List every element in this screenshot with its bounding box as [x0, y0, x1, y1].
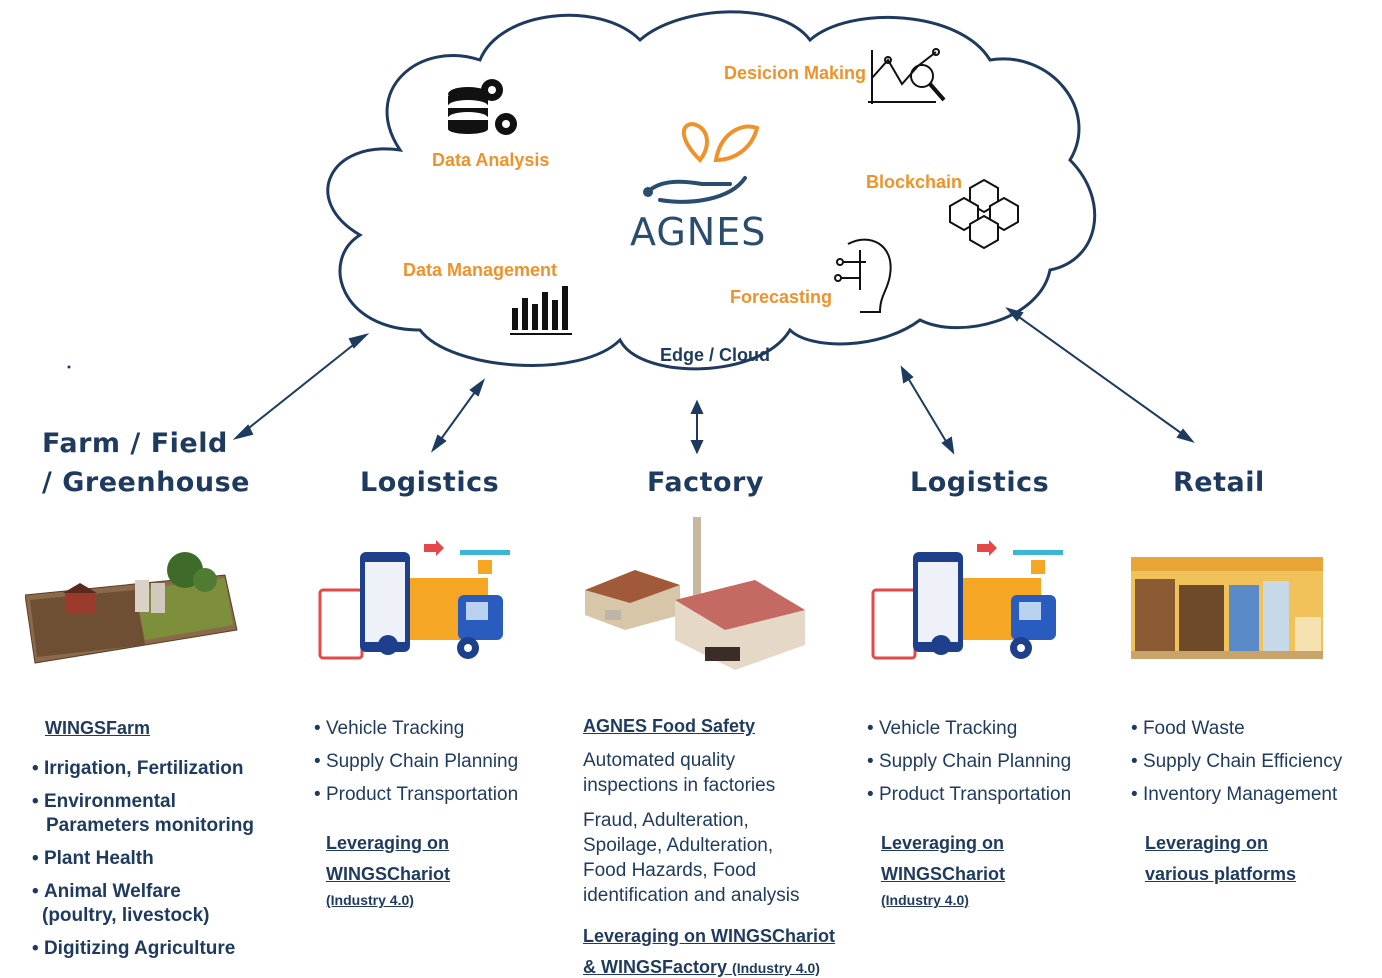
factory-leverage-line2[interactable]: & WINGSFactory (Industry 4.0)	[583, 957, 820, 978]
logistics2-leverage-line1[interactable]: Leveraging on	[881, 833, 1005, 853]
agnes-logo-hand	[643, 176, 747, 204]
factory-illustration	[585, 517, 805, 670]
cloud-label-forecasting: Forecasting	[730, 287, 833, 307]
logistics2-leverage-line2[interactable]: WINGSChariot	[881, 864, 1005, 884]
farm-bullet-plant-health: Plant Health	[32, 847, 254, 871]
cloud-diagram	[67, 10, 1195, 455]
logistics2-bullet-transportation: Product Transportation	[867, 778, 1071, 811]
retail-bullet-inventory: Inventory Management	[1131, 778, 1342, 811]
logistics1-bullet-list: Vehicle Tracking Supply Chain Planning P…	[314, 712, 518, 811]
logistics-truck-illustration-2	[871, 540, 1063, 660]
logistics1-leverage-line1[interactable]: Leveraging on	[326, 833, 450, 853]
logistics1-bullet-vehicle-tracking: Vehicle Tracking	[314, 712, 518, 745]
logistics1-leverage-line3[interactable]: (Industry 4.0)	[326, 892, 414, 908]
chart-magnifier-icon	[868, 48, 946, 104]
farm-illustration	[25, 552, 238, 664]
logistics2-title: Logistics	[910, 467, 1050, 498]
farm-bullet-digitizing: Digitizing Agriculture	[32, 937, 254, 961]
logistics2-bullet-vehicle-tracking: Vehicle Tracking	[867, 712, 1071, 745]
agnes-food-safety-link[interactable]: AGNES Food Safety	[583, 716, 756, 736]
farm-bullet-environmental-cont: Parameters monitoring	[46, 815, 254, 836]
agnes-logo	[681, 121, 760, 163]
factory-para-inspections: Automated quality inspections in factori…	[583, 750, 776, 796]
database-gear-icon	[448, 79, 517, 135]
farm-title-line2: / Greenhouse	[42, 467, 250, 498]
retail-leverage-line1[interactable]: Leveraging on	[1145, 833, 1269, 853]
logistics2-leverage-line3[interactable]: (Industry 4.0)	[881, 892, 969, 908]
factory-para-fraud: Fraud, Adulteration, Spoilage, Adulterat…	[583, 810, 800, 906]
logistics1-bullet-supply-chain: Supply Chain Planning	[314, 745, 518, 778]
connection-arrows	[232, 307, 1195, 455]
retail-bullet-food-waste: Food Waste	[1131, 712, 1342, 745]
retail-store-illustration	[1131, 557, 1323, 659]
ai-head-icon	[834, 238, 892, 313]
retail-bullet-efficiency: Supply Chain Efficiency	[1131, 745, 1342, 778]
farm-bullet-list: Irrigation, Fertilization Environmental …	[32, 757, 254, 970]
logistics1-bullet-transportation: Product Transportation	[314, 778, 518, 811]
agnes-logo-text: AGNES	[630, 210, 767, 254]
cloud-label-data-analysis: Data Analysis	[432, 150, 550, 170]
wingsfarm-link[interactable]: WINGSFarm	[45, 718, 151, 738]
farm-bullet-environmental: Environmental	[32, 790, 254, 814]
logistics1-title: Logistics	[360, 467, 500, 498]
factory-leverage-line1[interactable]: Leveraging on WINGSChariot	[583, 926, 836, 946]
factory-leverage-line2-text: & WINGSFactory	[583, 957, 728, 977]
farm-bullet-animal-welfare-cont: (poultry, livestock)	[42, 905, 210, 926]
farm-bullet-irrigation: Irrigation, Fertilization	[32, 757, 254, 781]
retail-title: Retail	[1173, 467, 1265, 498]
logistics2-bullet-list: Vehicle Tracking Supply Chain Planning P…	[867, 712, 1071, 811]
retail-leverage-line2[interactable]: various platforms	[1145, 864, 1297, 884]
farm-title-line1: Farm / Field	[42, 428, 228, 459]
blockchain-icon	[949, 178, 1019, 250]
factory-title: Factory	[647, 467, 764, 498]
logistics2-bullet-supply-chain: Supply Chain Planning	[867, 745, 1071, 778]
dot-mark	[67, 365, 71, 369]
cloud-label-blockchain: Blockchain	[866, 172, 963, 192]
cloud-label-edge-cloud: Edge / Cloud	[660, 345, 770, 365]
bar-chart-icon	[510, 286, 572, 335]
retail-bullet-list: Food Waste Supply Chain Efficiency Inven…	[1131, 712, 1342, 811]
logistics-truck-illustration-1	[318, 540, 510, 660]
cloud-label-data-management: Data Management	[403, 260, 558, 280]
logistics1-leverage-line2[interactable]: WINGSChariot	[326, 864, 450, 884]
factory-leverage-small: (Industry 4.0)	[732, 960, 820, 976]
farm-bullet-animal-welfare: Animal Welfare	[32, 880, 254, 904]
cloud-label-decision-making: Desicion Making	[724, 63, 867, 83]
